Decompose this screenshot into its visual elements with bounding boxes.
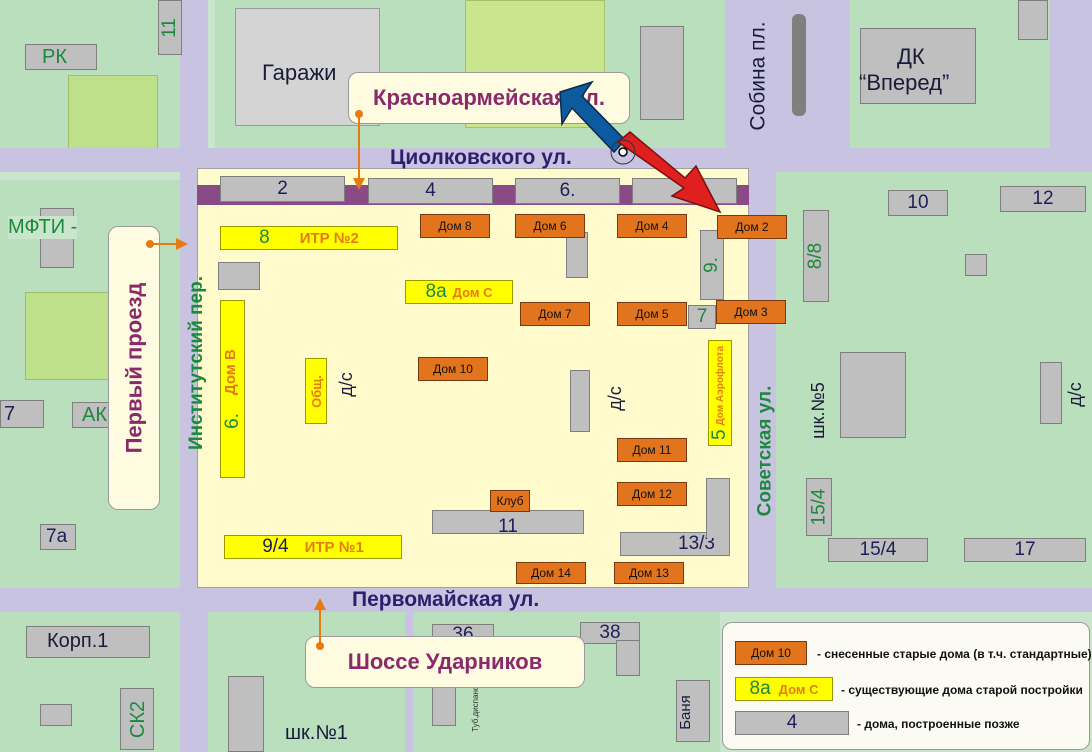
building-e-right <box>1040 362 1062 424</box>
street-sobina <box>725 0 850 150</box>
park-w <box>25 292 115 380</box>
building-dk <box>860 28 976 104</box>
building-38: 38 <box>580 622 640 644</box>
building-banya <box>676 680 710 742</box>
legend-swatch-newer: 4 <box>735 711 849 735</box>
label-garazhi: Гаражи <box>262 60 337 85</box>
compass-center-ring <box>610 139 636 165</box>
house-dom-b: 6. Дом В <box>220 300 245 478</box>
building-7w <box>0 400 44 428</box>
label-mfti: МФТИ - <box>8 216 78 239</box>
rk-box <box>25 44 97 70</box>
sobina-median <box>792 14 806 116</box>
house-dom-c: 8а Дом С <box>405 280 513 304</box>
building-shk1 <box>228 676 264 752</box>
building-15-4: 15/4 <box>828 538 928 562</box>
label-7a: 7а <box>46 526 68 547</box>
building-dm-mid <box>570 370 590 432</box>
house-dom2: Дом 2 <box>717 215 787 239</box>
street-sovetskaya <box>748 168 776 600</box>
legend-text-demolished: - снесенные старые дома (в т.ч. стандарт… <box>817 647 1092 661</box>
arrow-krasnoarmeyskaya-dot <box>355 110 363 118</box>
arrow-shosse-dot <box>316 642 324 650</box>
building-n-corner <box>640 26 684 120</box>
legend-text-existing: - существующие дома старой постройки <box>841 683 1083 697</box>
building-9dot: 9. <box>700 230 724 300</box>
legend-text-newer: - дома, построенные позже <box>857 717 1020 731</box>
building-17: 17 <box>964 538 1086 562</box>
compass-center-dot <box>618 147 628 157</box>
house-dom14: Дом 14 <box>516 562 586 584</box>
label-7: 7 <box>4 403 16 425</box>
house-dom12: Дом 12 <box>617 482 687 506</box>
building-10: 10 <box>888 190 948 216</box>
label-korp1: Корп.1 <box>47 630 109 652</box>
callout-pervy-proezd: Первый проезд <box>108 226 160 510</box>
street-krasnoarmeyskaya-stub <box>1050 0 1092 150</box>
house-dom5: Дом 5 <box>617 302 687 326</box>
arrow-pervy-dot <box>146 240 154 248</box>
building-7: 7 <box>688 305 716 329</box>
itr2-number: 8 <box>259 227 270 248</box>
arrow-shosse-head <box>314 598 326 610</box>
house-dom10: Дом 10 <box>418 357 488 381</box>
arrow-krasnoarmeyskaya-head <box>353 178 365 190</box>
building-38-wing <box>616 640 640 676</box>
label-pervomayskaya: Первомайская ул. <box>352 588 540 611</box>
building-ne-right <box>1018 0 1048 40</box>
building-8-8: 8/8 <box>803 210 829 302</box>
building-15-4-vert: 15/4 <box>806 478 832 536</box>
building-13-3-wing <box>706 478 730 538</box>
building-11-nw: 11 <box>158 0 182 55</box>
building-ak <box>72 402 112 428</box>
label-shk1: шк.№1 <box>285 722 348 744</box>
dom-c-name: Дом С <box>452 284 493 300</box>
dom-c-number: 8а <box>425 281 447 302</box>
compass-arrow-blue <box>559 80 627 154</box>
label-tsiolkovskogo: Циолковского ул. <box>390 146 572 169</box>
building-2: 2 <box>220 176 345 202</box>
park-nw <box>68 75 158 150</box>
house-dom8: Дом 8 <box>420 214 490 238</box>
building-small-w <box>218 262 260 290</box>
house-obsch: Общ. <box>305 358 327 424</box>
legend-swatch-demolished: Дом 10 <box>735 641 807 665</box>
itr2-name: ИТР №2 <box>299 229 359 247</box>
itr1-name: ИТР №1 <box>304 538 364 556</box>
label-dk-1: ДК <box>897 44 925 69</box>
house-aeroflot: 5 Дом Аэрофлота <box>708 340 732 446</box>
house-dom7: Дом 7 <box>520 302 590 326</box>
building-korp1 <box>26 626 150 658</box>
house-dom13: Дом 13 <box>614 562 684 584</box>
label-dk-2: “Вперед” <box>859 70 950 95</box>
house-itr1: 9/4 ИТР №1 <box>224 535 402 559</box>
house-itr2: 8 ИТР №2 <box>220 226 398 250</box>
building-7a <box>40 524 76 550</box>
label-rk: РК <box>42 46 67 68</box>
house-dom6: Дом 6 <box>515 214 585 238</box>
legend: Дом 10 - снесенные старые дома (в т.ч. с… <box>722 622 1092 750</box>
building-4: 4 <box>368 178 493 204</box>
label-ak: АК <box>82 404 107 426</box>
callout-shosse: Шоссе Ударников <box>305 636 585 688</box>
building-11: 11 <box>432 510 584 537</box>
house-dom4: Дом 4 <box>617 214 687 238</box>
building-sk2 <box>120 688 154 750</box>
building-sw-small <box>40 704 72 726</box>
building-12: 12 <box>1000 186 1086 212</box>
building-6dot: 6. <box>515 178 620 204</box>
compass-arrow-red <box>616 131 722 214</box>
house-klub: Клуб <box>490 490 530 512</box>
legend-swatch-existing: 8а Дом С <box>735 677 833 701</box>
house-dom3: Дом 3 <box>716 300 786 324</box>
building-13-3: 13/3 <box>620 532 730 556</box>
building-e-small <box>965 254 987 276</box>
building-shk5 <box>840 352 906 438</box>
house-dom11: Дом 11 <box>617 438 687 462</box>
itr1-number: 9/4 <box>262 536 289 557</box>
arrow-pervy-head <box>176 238 188 250</box>
